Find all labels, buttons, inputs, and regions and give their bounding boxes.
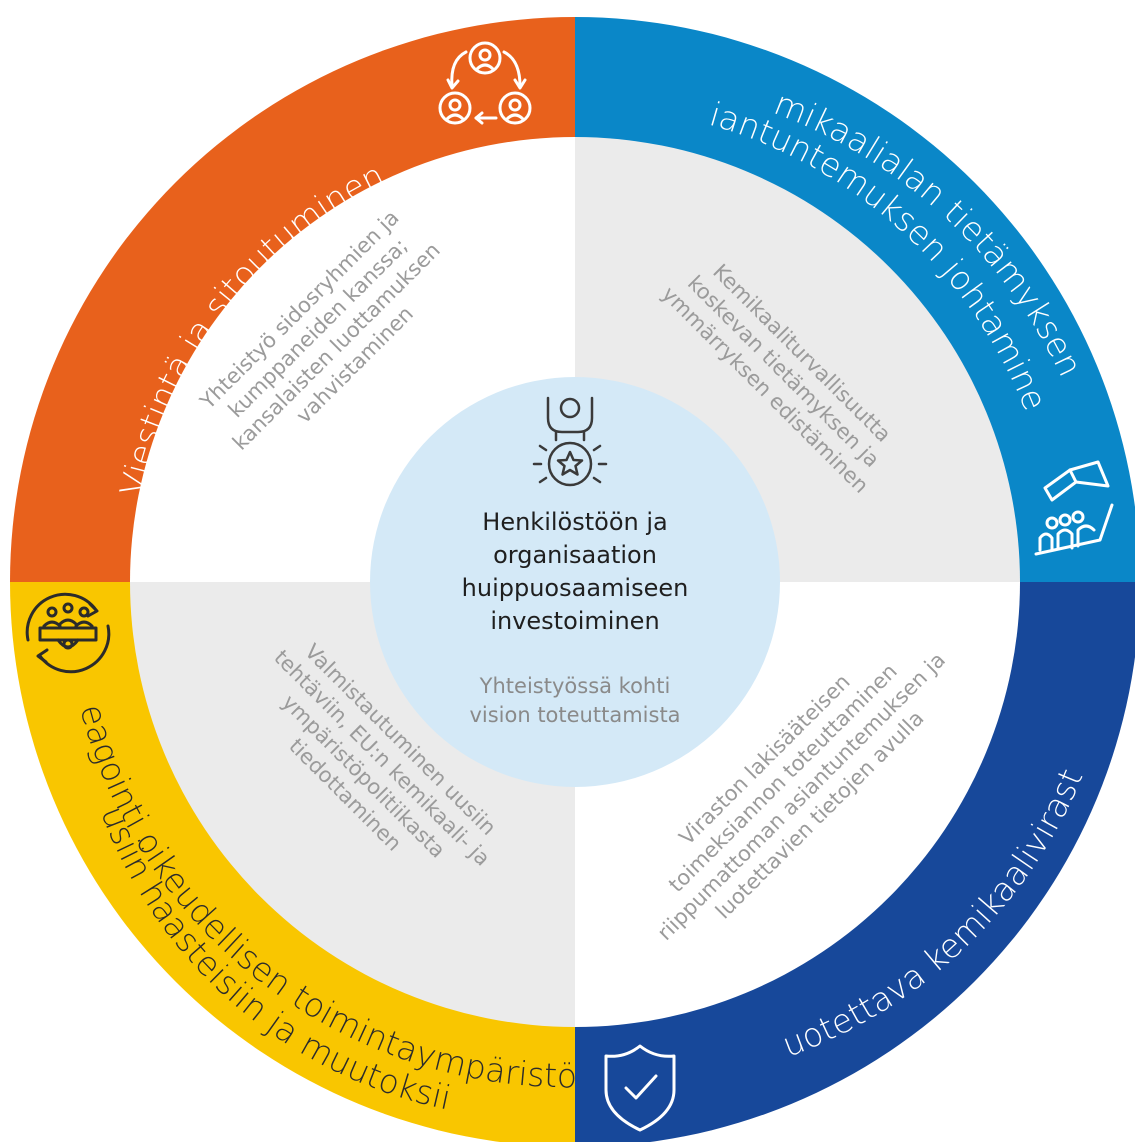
center-title-line: investoiminen xyxy=(490,607,659,635)
center-subtitle-line: Yhteistyössä kohti xyxy=(479,674,671,698)
team-gear-icon xyxy=(25,592,111,674)
center-circle xyxy=(370,377,780,787)
center-title-line: organisaation xyxy=(493,541,657,569)
center-title-line: Henkilöstöön ja xyxy=(482,508,667,536)
person-star-icon xyxy=(532,396,608,487)
center-subtitle-line: vision toteuttamista xyxy=(469,703,680,727)
shield-check-icon xyxy=(604,1044,676,1132)
knowledge-hand-icon xyxy=(1034,460,1114,556)
people-cycle-icon xyxy=(438,41,532,125)
center-title-line: huippuosaamiseen xyxy=(462,574,689,602)
